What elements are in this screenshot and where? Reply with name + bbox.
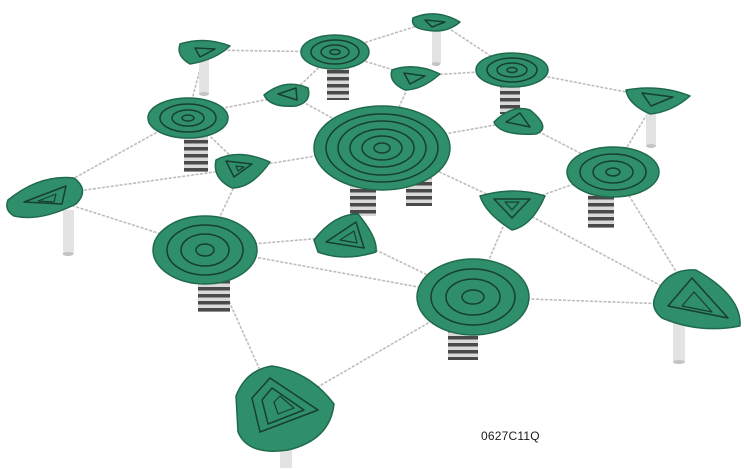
round-deck — [416, 258, 530, 336]
round-deck — [566, 146, 660, 198]
triangle-deck — [479, 190, 546, 231]
triangle-deck — [493, 107, 544, 135]
round-deck — [300, 34, 370, 70]
triangle-deck — [625, 87, 691, 115]
round-deck — [147, 97, 229, 139]
triangle-deck — [411, 13, 461, 32]
triangle-deck — [313, 213, 377, 258]
triangle-deck — [214, 153, 271, 189]
triangle-deck — [178, 39, 231, 65]
triangle-deck — [390, 66, 441, 91]
triangle-deck — [263, 83, 310, 108]
large-round-deck — [313, 105, 451, 191]
round-deck — [475, 52, 549, 88]
product-code-label: 0627C11Q — [481, 429, 540, 443]
triangle-deck — [6, 176, 84, 219]
round-deck — [152, 215, 258, 285]
triangle-deck — [652, 269, 741, 330]
support-posts — [62, 22, 685, 468]
triangle-deck — [235, 365, 335, 452]
